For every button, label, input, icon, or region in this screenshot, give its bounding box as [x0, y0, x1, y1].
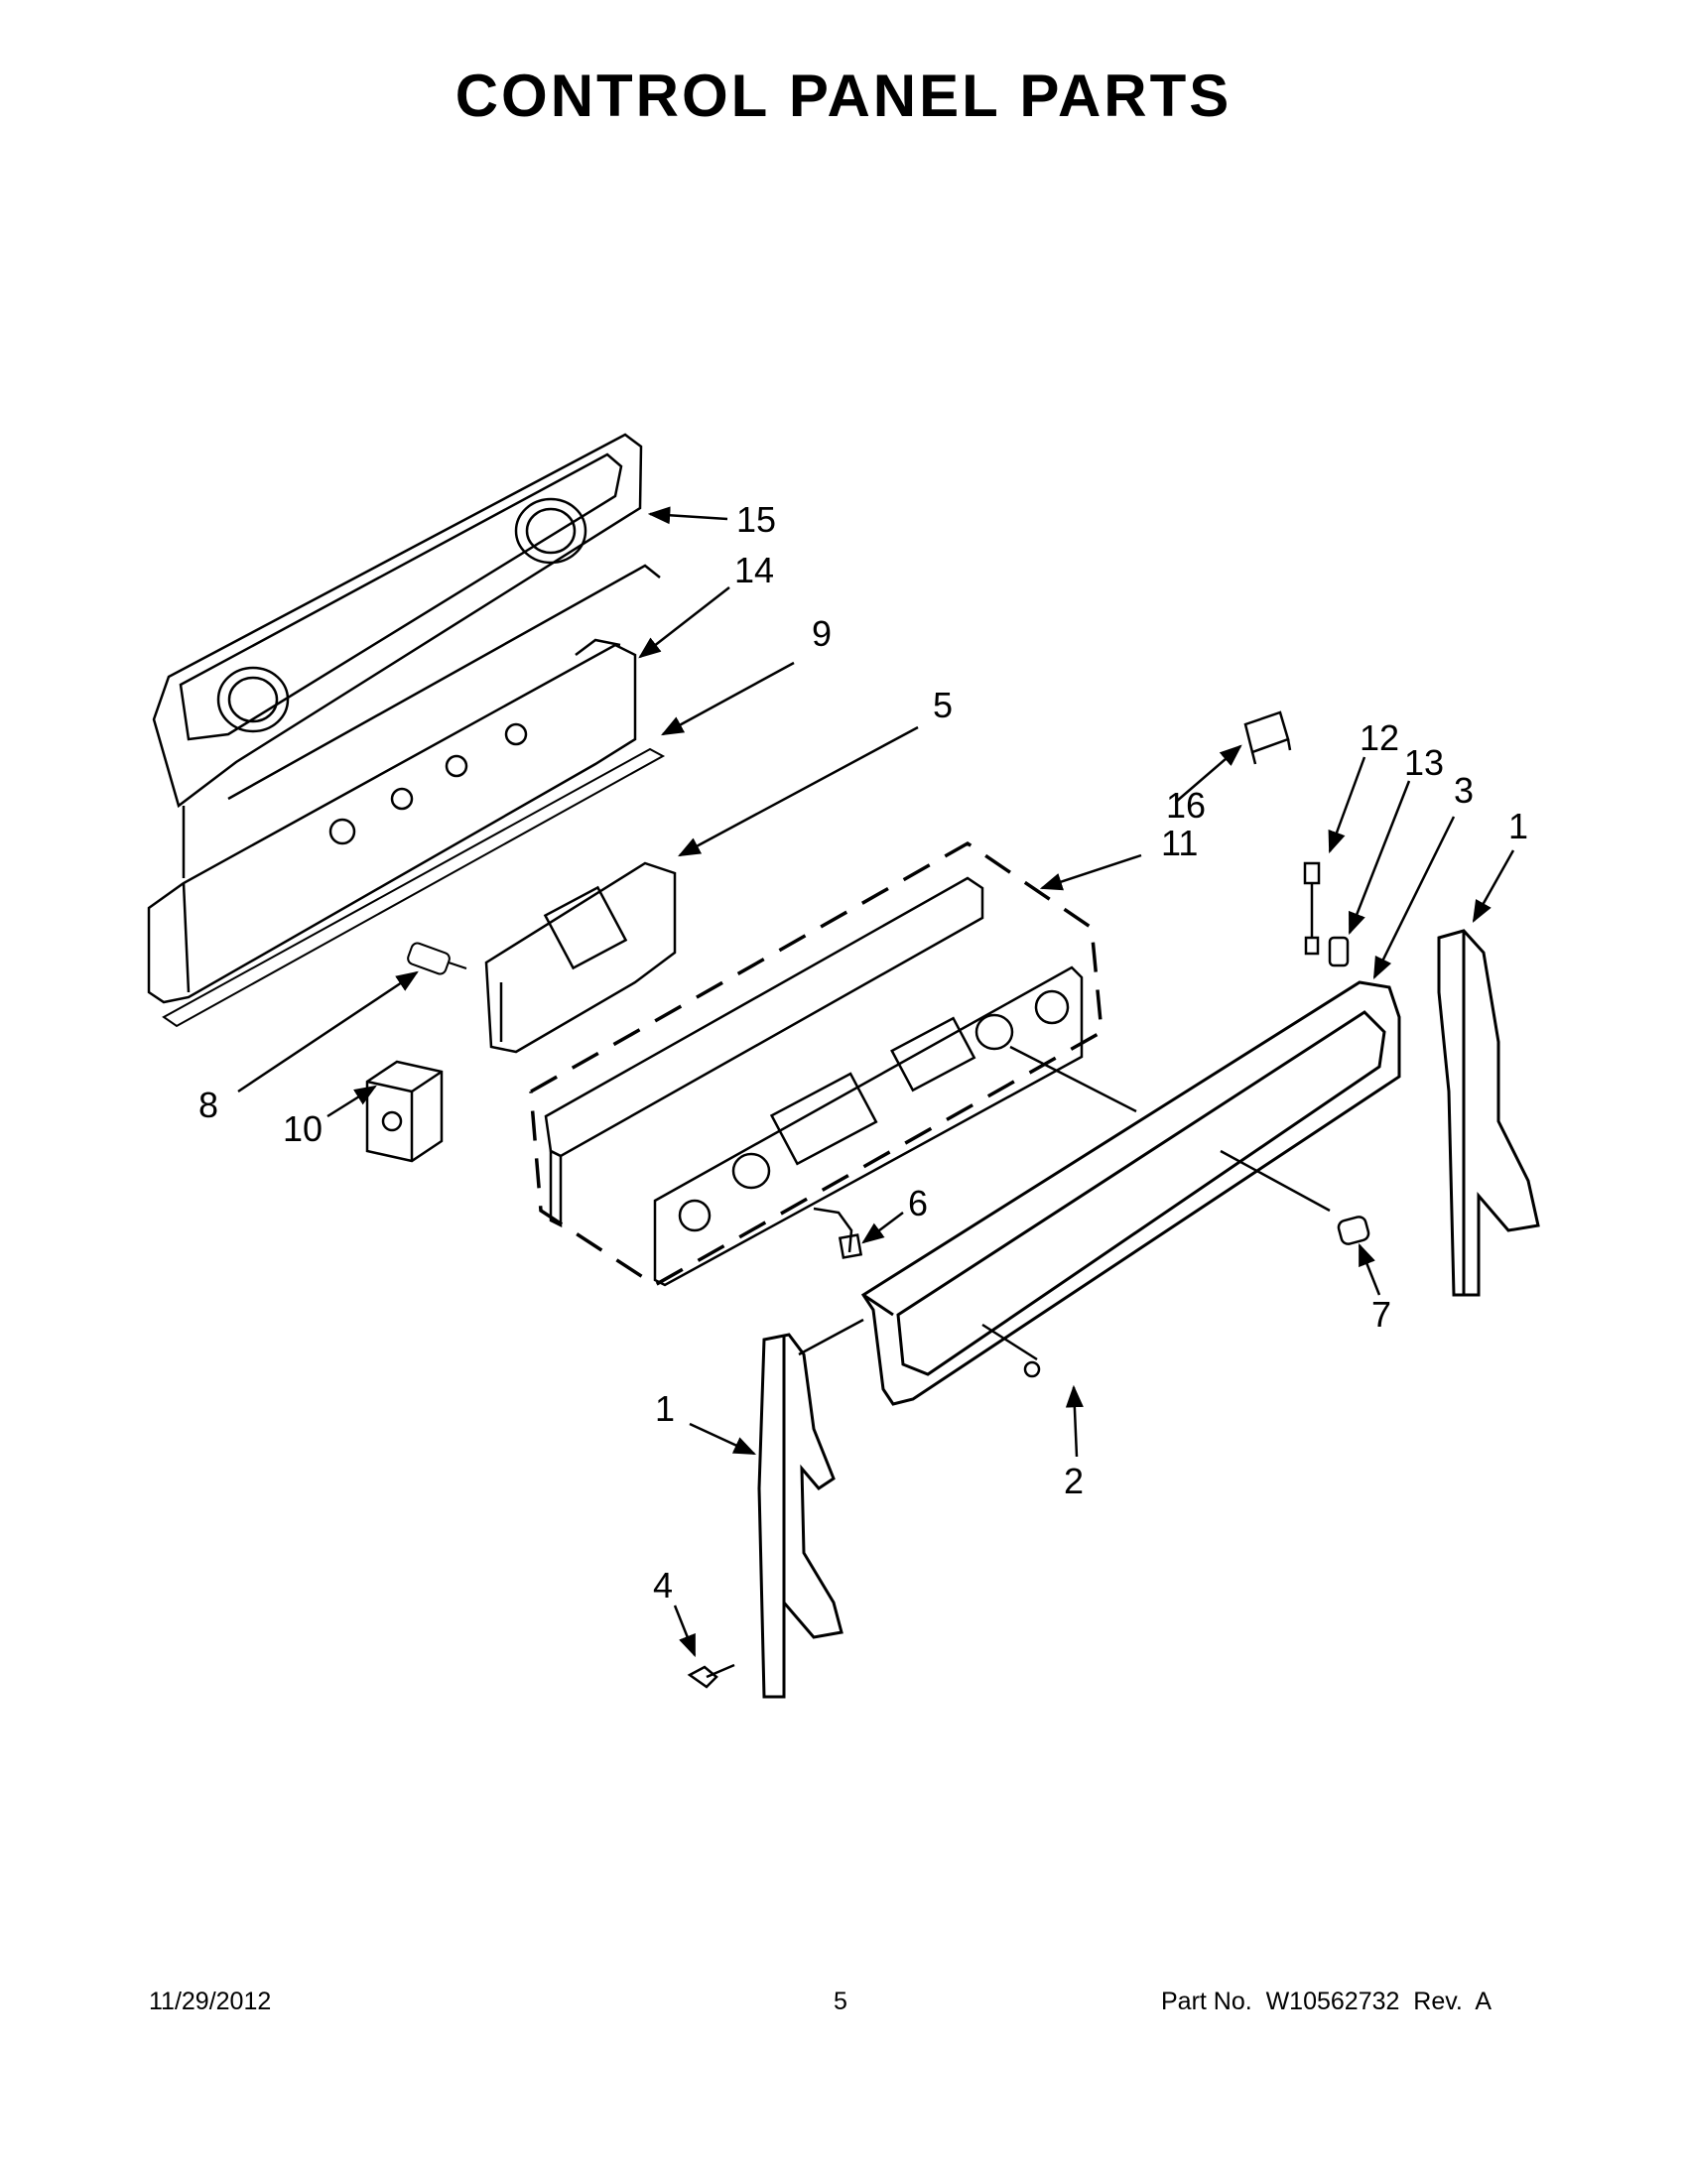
- callout-label: 13: [1404, 742, 1444, 783]
- page-title: CONTROL PANEL PARTS: [454, 63, 1233, 129]
- part-7-knob: [1337, 1216, 1370, 1245]
- part-9-strip: [162, 747, 666, 1028]
- part-16-relay: [1243, 710, 1292, 765]
- callout-label: 8: [198, 1085, 218, 1125]
- callout-arrows: [237, 506, 1515, 1658]
- part-1-end-cap-right: [1437, 929, 1540, 1297]
- footer-page-number: 5: [834, 1988, 847, 2015]
- part-13-switch: [1328, 936, 1350, 967]
- callout-label: 9: [812, 613, 832, 654]
- part-6-harness: [813, 1207, 863, 1259]
- part-14-bracket: [147, 638, 637, 1004]
- callout-label: 16: [1166, 785, 1206, 826]
- callout-label: 10: [283, 1108, 323, 1149]
- footer-part-number: Part No. W10562732 Rev. A: [1161, 1988, 1492, 2015]
- callout-label: 11: [1161, 823, 1198, 863]
- callout-label: 6: [908, 1183, 928, 1223]
- callout-label: 2: [1064, 1461, 1084, 1501]
- callout-label: 4: [653, 1565, 673, 1606]
- part-2-screw: [1023, 1360, 1041, 1378]
- callout-label: 12: [1360, 717, 1399, 758]
- part-15-rear-panel: [152, 433, 661, 878]
- callout-label: 3: [1454, 770, 1474, 811]
- callout-label: 1: [1508, 806, 1528, 846]
- part-5-control-board: [484, 861, 677, 1054]
- part-1-end-cap-left: [757, 1333, 844, 1699]
- part-3-console: [860, 980, 1401, 1406]
- footer-date: 11/29/2012: [149, 1988, 272, 2015]
- callout-label: 15: [736, 499, 776, 540]
- part-4-screw: [687, 1663, 735, 1689]
- callout-label: 1: [655, 1388, 675, 1429]
- part-10-switch-block: [365, 1060, 444, 1163]
- callout-label: 14: [734, 550, 774, 590]
- callout-label: 7: [1371, 1294, 1391, 1335]
- part-12-sensor: [1303, 861, 1321, 956]
- callout-label: 5: [933, 685, 953, 725]
- part-11-overlay: [529, 840, 1103, 1288]
- part-11-panels: [544, 876, 1084, 1287]
- assembly-lines: [798, 1045, 1331, 1361]
- part-8-switch: [407, 942, 467, 975]
